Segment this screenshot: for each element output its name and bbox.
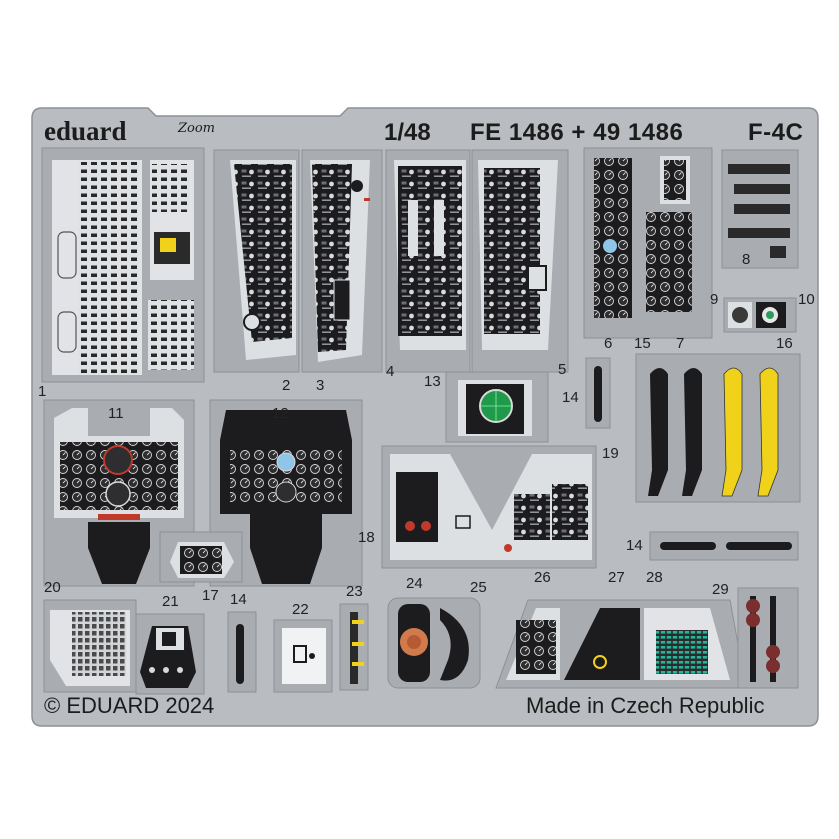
part-11-instrument-panel [43, 399, 195, 587]
part-20-switch-grid [43, 599, 137, 693]
part-29-knobs [737, 587, 799, 689]
part-number-24: 24 [406, 575, 423, 592]
part-5-instrument-panel [471, 149, 569, 373]
origin-text: Made in Czech Republic [526, 693, 765, 718]
part-8-rails [721, 149, 799, 269]
part-number-15: 15 [634, 335, 651, 352]
scale-label: 1/48 [384, 119, 431, 146]
aircraft-type: F-4C [748, 119, 804, 146]
part-23-levers [339, 603, 369, 691]
zoom-logo: Zoom [178, 121, 216, 136]
part-number-2: 2 [282, 377, 291, 394]
part-number-1: 1 [38, 383, 47, 400]
brand-logo: eduard [44, 116, 127, 146]
part-2-instrument-panel [213, 149, 300, 373]
part-17-gauge-cluster [159, 531, 243, 583]
part-number-17: 17 [202, 587, 219, 604]
part-number-20: 20 [44, 579, 61, 596]
part-14-strip-b [649, 531, 799, 561]
part-number-14-b: 14 [626, 537, 643, 554]
part-26-28-canopy-panels [495, 599, 747, 689]
part-number-7: 7 [676, 335, 685, 352]
part-number-9: 9 [710, 291, 719, 308]
part-3-instrument-panel [301, 149, 383, 373]
product-code: FE 1486 + 49 1486 [470, 119, 684, 146]
part-number-16: 16 [776, 335, 793, 352]
part-number-10: 10 [798, 291, 815, 308]
copyright-text: © EDUARD 2024 [44, 693, 215, 718]
part-number-13: 13 [424, 373, 441, 390]
part-number-8: 8 [742, 251, 751, 268]
part-14-strip-c [227, 611, 257, 693]
part-number-14-c: 14 [230, 591, 247, 608]
part-number-29: 29 [712, 581, 729, 598]
part-number-27: 27 [608, 569, 625, 586]
part-13-radar-scope [445, 371, 549, 443]
part-15-16-harness [635, 353, 801, 503]
part-14-strip-a [585, 357, 611, 429]
part-9-10-gauges [723, 297, 797, 333]
part-number-26: 26 [534, 569, 551, 586]
part-number-4: 4 [386, 363, 395, 380]
part-6-7-side-panels [583, 147, 713, 339]
part-4-instrument-panel [385, 149, 471, 373]
part-number-23: 23 [346, 583, 363, 600]
part-number-22: 22 [292, 601, 309, 618]
part-number-12: 12 [272, 405, 289, 422]
part-number-21: 21 [162, 593, 179, 610]
part-21-console [135, 613, 205, 695]
part-18-19-center-panel [381, 445, 597, 569]
part-number-25: 25 [470, 579, 487, 596]
part-number-18: 18 [358, 529, 375, 546]
part-number-11: 11 [108, 405, 124, 422]
part-number-6: 6 [604, 335, 613, 352]
part-24-25-stick-grip [387, 597, 481, 689]
part-number-3: 3 [316, 377, 325, 394]
part-22-plate [273, 619, 333, 693]
part-number-19: 19 [602, 445, 619, 462]
part-number-28: 28 [646, 569, 663, 586]
part-1-side-console [41, 147, 205, 383]
part-number-5: 5 [558, 361, 567, 378]
part-number-14-a: 14 [562, 389, 579, 406]
